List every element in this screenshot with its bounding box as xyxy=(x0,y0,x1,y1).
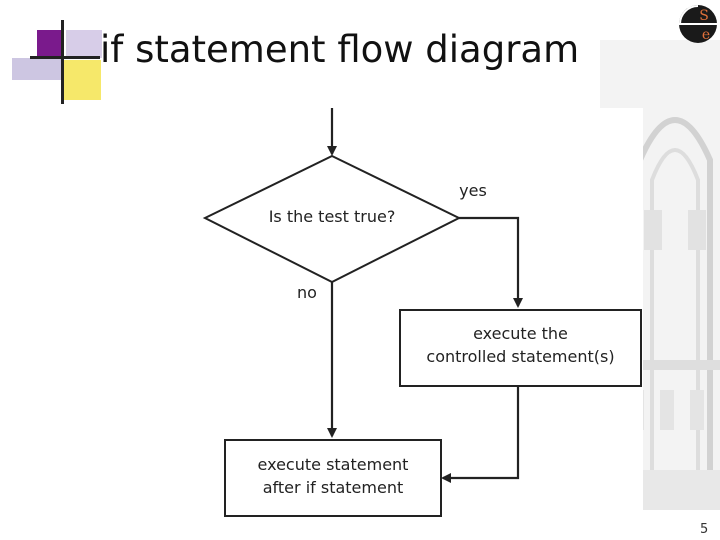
controlled-label-line2: controlled statement(s) xyxy=(426,347,615,366)
page-number: 5 xyxy=(700,522,709,537)
controlled-statement-box xyxy=(399,309,642,387)
decor-line-vertical xyxy=(61,20,64,104)
decor-square-lavender xyxy=(66,30,102,58)
logo-letter-e: e xyxy=(702,27,710,43)
decision-label: Is the test true? xyxy=(268,207,396,226)
after-label-line2: after if statement xyxy=(262,478,404,497)
decor-square-yellow xyxy=(63,60,101,100)
decor-square-lilac xyxy=(12,58,62,80)
yes-label: yes xyxy=(459,181,487,200)
merge-arrow xyxy=(441,386,520,483)
logo-letter-s: S xyxy=(699,8,709,24)
decor-line-horizontal xyxy=(30,56,100,59)
logo-icon: S e xyxy=(678,5,718,43)
after-label-line1: execute statement xyxy=(257,455,409,474)
page-title: if statement flow diagram xyxy=(100,28,580,71)
no-label: no xyxy=(297,283,317,302)
flow-diagram: Is the test true? yes no execute the con… xyxy=(193,108,643,520)
controlled-label-line1: execute the xyxy=(473,324,568,343)
yes-arrow xyxy=(459,216,523,308)
decor-square-purple xyxy=(37,30,63,60)
after-statement-box xyxy=(224,439,442,517)
